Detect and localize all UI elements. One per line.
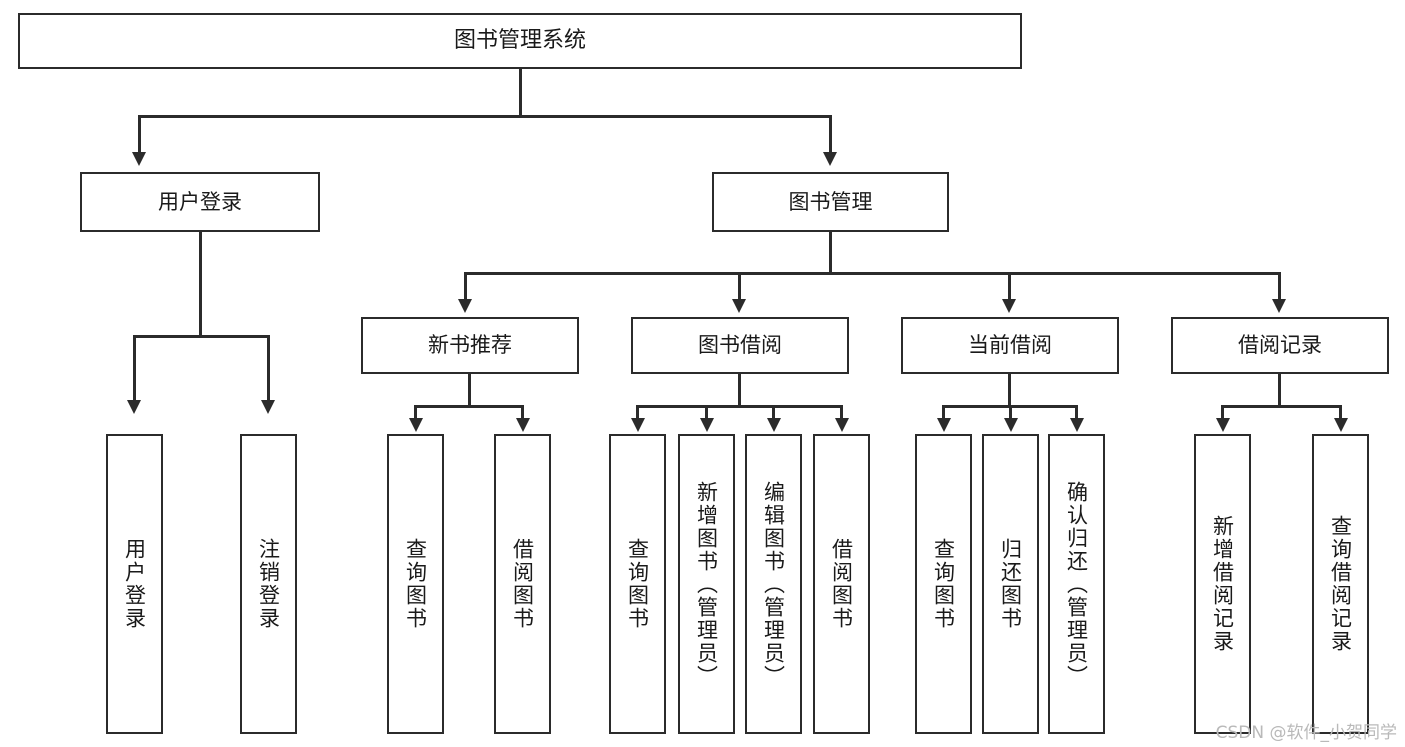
node-borrow-record[interactable]: 借阅记录 — [1171, 317, 1389, 374]
leaf-new-book-recommend-0[interactable]: 查询图书 — [387, 434, 444, 734]
edge-to-new-book-recommend — [464, 272, 467, 302]
edge-nbr-leaf-1 — [521, 405, 524, 421]
leaf-label: 借阅图书 — [829, 538, 854, 630]
node-book-borrow[interactable]: 图书借阅 — [631, 317, 849, 374]
node-label: 图书管理 — [788, 189, 873, 214]
leaf-label: 新增图书（管理员） — [694, 480, 719, 688]
leaf-label: 用户登录 — [122, 538, 147, 630]
leaf-book-borrow-1[interactable]: 新增图书（管理员） — [678, 434, 735, 734]
edge-cb-leaf-2 — [1075, 405, 1078, 421]
leaf-current-borrow-1[interactable]: 归还图书 — [982, 434, 1039, 734]
leaf-borrow-record-0[interactable]: 新增借阅记录 — [1194, 434, 1251, 734]
edge-borrow-record-bus — [1221, 405, 1342, 408]
arrowhead-bb-leaf-2 — [767, 418, 781, 432]
edge-level3-bus — [464, 272, 1281, 275]
edge-book-borrow-stem — [738, 374, 741, 408]
leaf-label: 查询图书 — [931, 538, 956, 630]
node-label: 图书管理系统 — [453, 28, 586, 54]
arrowhead-borrow-record — [1272, 299, 1286, 313]
leaf-label: 新增借阅记录 — [1210, 515, 1235, 653]
edge-to-current-borrow — [1008, 272, 1011, 302]
leaf-label: 注销登录 — [256, 538, 281, 630]
node-current-borrow[interactable]: 当前借阅 — [901, 317, 1119, 374]
edge-to-book-manage — [829, 115, 832, 155]
edge-new-book-recommend-stem — [468, 374, 471, 408]
leaf-label: 查询借阅记录 — [1328, 515, 1353, 653]
watermark-text: CSDN @软件_小贺同学 — [1215, 723, 1397, 743]
node-label: 图书借阅 — [698, 333, 782, 358]
node-root-book-management-system[interactable]: 图书管理系统 — [18, 13, 1022, 69]
edge-user-login-leaf-0 — [133, 335, 136, 403]
edge-to-borrow-record — [1278, 272, 1281, 302]
node-user-login[interactable]: 用户登录 — [80, 172, 320, 232]
edge-bb-leaf-3 — [840, 405, 843, 421]
leaf-book-borrow-3[interactable]: 借阅图书 — [813, 434, 870, 734]
edge-cb-leaf-0 — [942, 405, 945, 421]
edge-user-login-bus — [133, 335, 270, 338]
arrowhead-bb-leaf-3 — [835, 418, 849, 432]
arrowhead-cb-leaf-0 — [937, 418, 951, 432]
node-book-manage[interactable]: 图书管理 — [712, 172, 949, 232]
leaf-user-login-0[interactable]: 用户登录 — [106, 434, 163, 734]
edge-borrow-record-stem — [1278, 374, 1281, 408]
arrowhead-user-login — [132, 152, 146, 166]
leaf-label: 查询图书 — [403, 538, 428, 630]
leaf-current-borrow-2[interactable]: 确认归还（管理员） — [1048, 434, 1105, 734]
edge-bb-leaf-0 — [636, 405, 639, 421]
leaf-book-borrow-2[interactable]: 编辑图书（管理员） — [745, 434, 802, 734]
arrowhead-new-book-recommend — [458, 299, 472, 313]
edge-to-user-login — [138, 115, 141, 155]
node-label: 当前借阅 — [968, 333, 1052, 358]
arrowhead-user-login-leaf-1 — [261, 400, 275, 414]
edge-bb-leaf-2 — [772, 405, 775, 421]
leaf-label: 确认归还（管理员） — [1064, 480, 1089, 688]
leaf-book-borrow-0[interactable]: 查询图书 — [609, 434, 666, 734]
edge-to-book-borrow — [738, 272, 741, 302]
leaf-borrow-record-1[interactable]: 查询借阅记录 — [1312, 434, 1369, 734]
leaf-label: 查询图书 — [625, 538, 650, 630]
arrowhead-nbr-leaf-1 — [516, 418, 530, 432]
edge-root-stem — [519, 69, 522, 117]
arrowhead-bb-leaf-0 — [631, 418, 645, 432]
edge-user-login-stem — [199, 232, 202, 337]
arrowhead-nbr-leaf-0 — [409, 418, 423, 432]
edge-new-book-recommend-bus — [414, 405, 524, 408]
node-new-book-recommend[interactable]: 新书推荐 — [361, 317, 579, 374]
arrowhead-cb-leaf-2 — [1070, 418, 1084, 432]
leaf-new-book-recommend-1[interactable]: 借阅图书 — [494, 434, 551, 734]
leaf-label: 编辑图书（管理员） — [761, 480, 786, 688]
edge-br-leaf-0 — [1221, 405, 1224, 421]
node-label: 新书推荐 — [428, 333, 512, 358]
leaf-current-borrow-0[interactable]: 查询图书 — [915, 434, 972, 734]
arrowhead-book-manage — [823, 152, 837, 166]
node-label: 用户登录 — [158, 189, 242, 214]
edge-level2-bus — [138, 115, 832, 118]
edge-nbr-leaf-0 — [414, 405, 417, 421]
arrowhead-br-leaf-1 — [1334, 418, 1348, 432]
edge-book-borrow-bus — [636, 405, 843, 408]
arrowhead-current-borrow — [1002, 299, 1016, 313]
edge-current-borrow-stem — [1008, 374, 1011, 408]
edge-bb-leaf-1 — [705, 405, 708, 421]
leaf-label: 归还图书 — [998, 538, 1023, 630]
arrowhead-bb-leaf-1 — [700, 418, 714, 432]
arrowhead-cb-leaf-1 — [1004, 418, 1018, 432]
arrowhead-book-borrow — [732, 299, 746, 313]
edge-book-manage-stem — [829, 232, 832, 274]
edge-cb-leaf-1 — [1009, 405, 1012, 421]
edge-br-leaf-1 — [1339, 405, 1342, 421]
node-label: 借阅记录 — [1238, 333, 1322, 358]
arrowhead-user-login-leaf-0 — [127, 400, 141, 414]
arrowhead-br-leaf-0 — [1216, 418, 1230, 432]
edge-user-login-leaf-1 — [267, 335, 270, 403]
leaf-label: 借阅图书 — [510, 538, 535, 630]
leaf-user-login-1[interactable]: 注销登录 — [240, 434, 297, 734]
